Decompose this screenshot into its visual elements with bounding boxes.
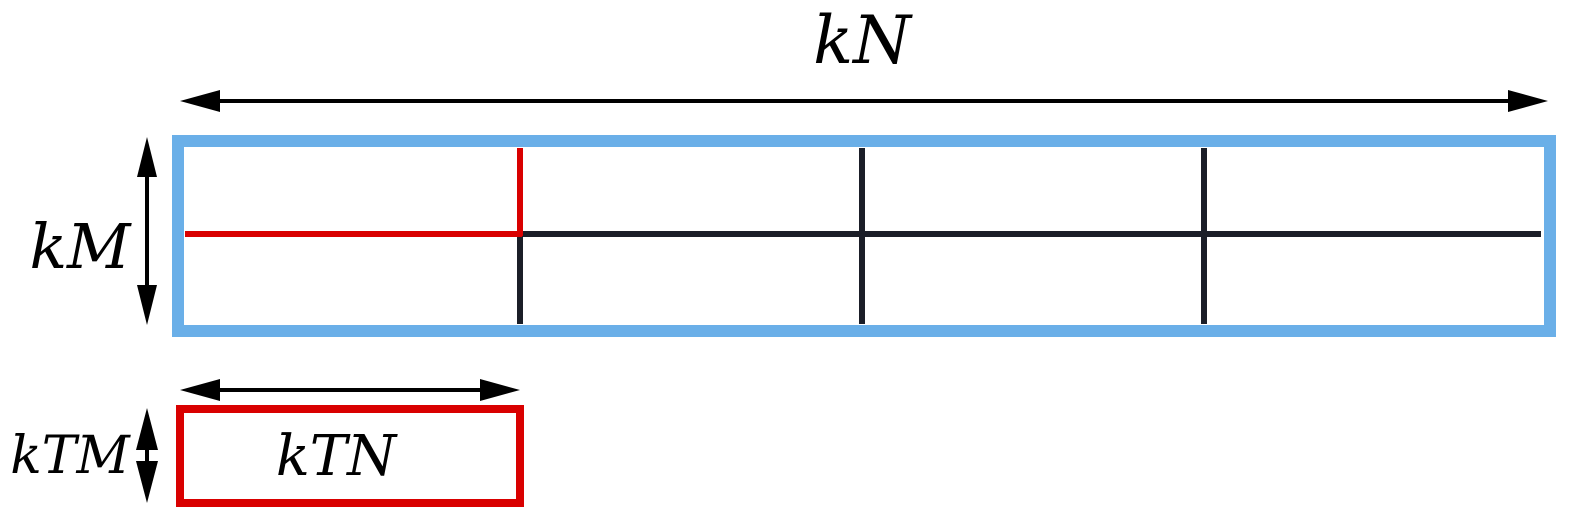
highlighted-tile bbox=[185, 148, 523, 237]
tile-box bbox=[176, 405, 524, 507]
matrix-grid bbox=[172, 135, 1556, 337]
ktm-label: kTM bbox=[10, 426, 131, 486]
kn-dimension-arrow bbox=[180, 90, 1548, 112]
km-label: kM bbox=[29, 210, 132, 283]
ktn-dimension-arrow bbox=[180, 379, 520, 401]
ktm-dimension-arrow bbox=[136, 408, 158, 503]
matrix-outer-border bbox=[172, 135, 1556, 337]
ktn-label: kTN bbox=[276, 424, 398, 489]
kn-label: kN bbox=[813, 2, 913, 79]
km-dimension-arrow bbox=[137, 137, 157, 325]
